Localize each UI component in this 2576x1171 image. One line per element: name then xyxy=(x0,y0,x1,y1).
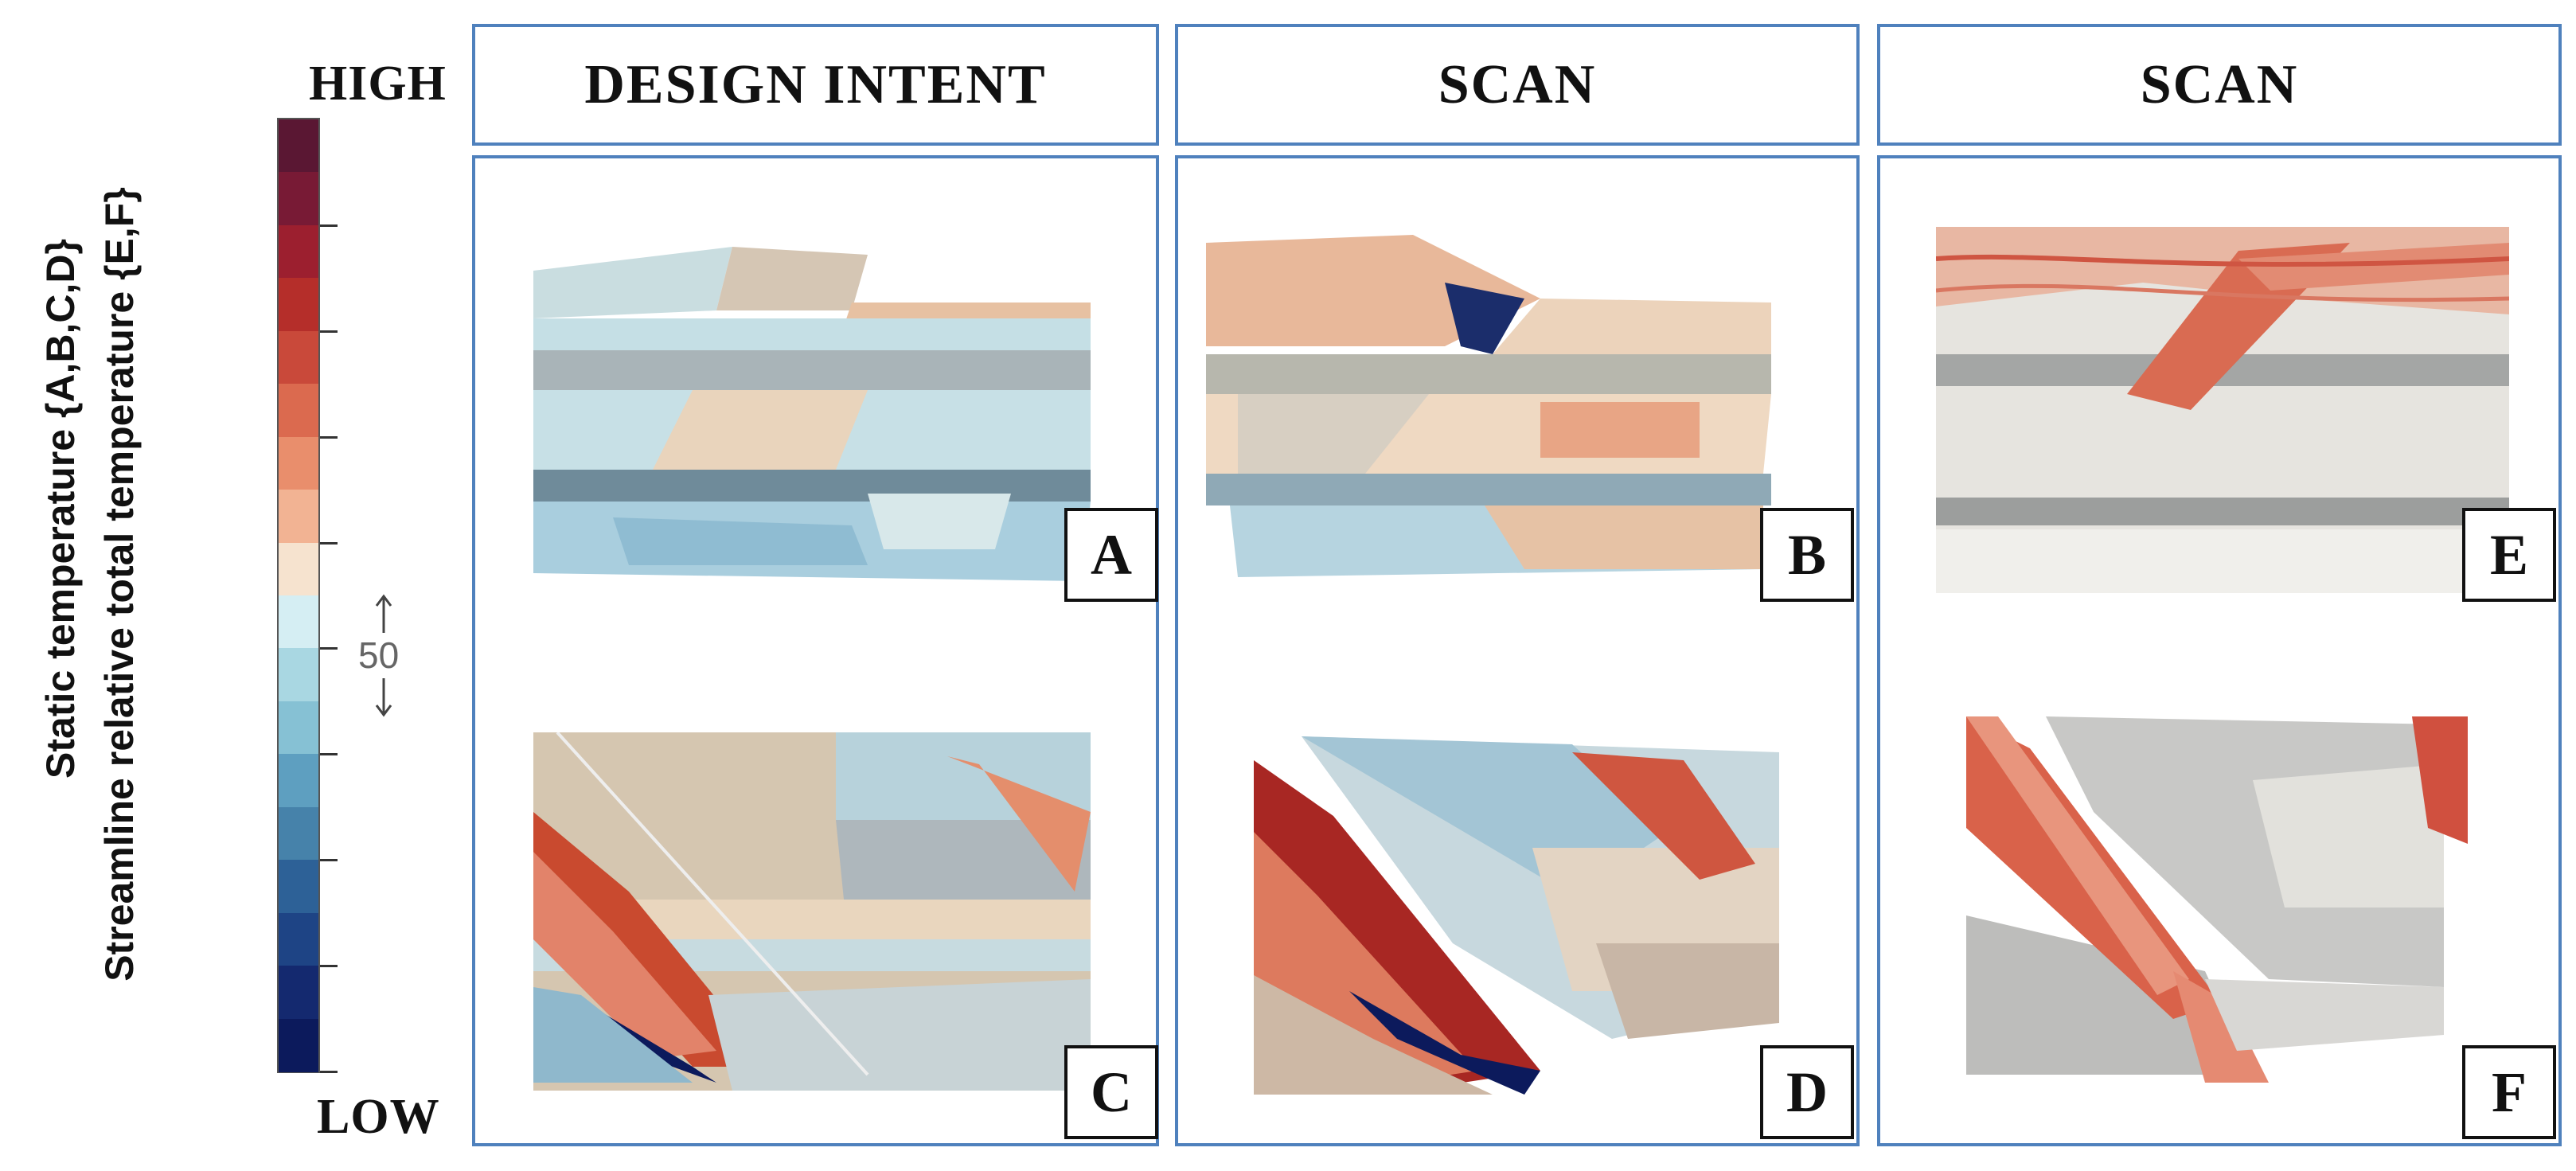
arrow-down-icon xyxy=(374,678,393,722)
colorbar-segment xyxy=(279,278,318,332)
colorbar-segment xyxy=(279,912,318,967)
colorbar-tick xyxy=(320,435,338,439)
colorbar-segment xyxy=(279,648,318,702)
colorbar-segment xyxy=(279,330,318,385)
panel-label-a: A xyxy=(1064,508,1158,602)
panel-label-b: B xyxy=(1760,508,1854,602)
colorbar-segment xyxy=(279,384,318,438)
colorbar-tick xyxy=(320,965,338,968)
colorbar-low-label: LOW xyxy=(317,1090,440,1144)
colorbar-segment xyxy=(279,224,318,279)
colorbar-segment xyxy=(279,1018,318,1072)
render-panel-d xyxy=(1254,736,1779,1095)
axis-label-streamline-temperature: Streamline relative total temperature {E… xyxy=(97,187,142,982)
render-panel-f xyxy=(1966,716,2468,1083)
render-panel-b xyxy=(1206,235,1771,577)
axis-label-static-temperature: Static temperature {A,B,C,D} xyxy=(38,239,83,779)
colorbar-segment xyxy=(279,542,318,596)
colorbar-segment xyxy=(279,860,318,914)
colorbar-segment xyxy=(279,490,318,544)
panel-label-e: E xyxy=(2462,508,2556,602)
colorbar-segment xyxy=(279,172,318,226)
colorbar-tick xyxy=(320,647,338,650)
colorbar-tick xyxy=(320,859,338,862)
colorbar-segment xyxy=(279,595,318,650)
render-panel-a xyxy=(533,247,1091,581)
colorbar-segment xyxy=(279,436,318,491)
panel-label-d: D xyxy=(1760,1045,1854,1139)
panel-label-f: F xyxy=(2462,1045,2556,1139)
header-design-intent: DESIGN INTENT xyxy=(472,24,1159,146)
colorbar-segment xyxy=(279,966,318,1020)
header-scan-1: SCAN xyxy=(1175,24,1860,146)
colorbar-tick xyxy=(320,330,338,333)
colorbar-tick xyxy=(320,1071,338,1073)
panel-label-c: C xyxy=(1064,1045,1158,1139)
render-panel-c xyxy=(533,732,1091,1091)
colorbar-segment xyxy=(279,701,318,755)
render-panel-e xyxy=(1936,227,2509,593)
colorbar-tick xyxy=(320,541,338,545)
header-scan-2: SCAN xyxy=(1877,24,2562,146)
colorbar xyxy=(277,118,338,1073)
colorbar-mid-label: 50 xyxy=(358,634,400,676)
colorbar-tick xyxy=(320,753,338,756)
colorbar-segment xyxy=(279,806,318,861)
colorbar-segment xyxy=(279,119,318,174)
arrow-up-icon xyxy=(374,593,393,637)
colorbar-high-label: HIGH xyxy=(309,57,447,111)
colorbar-tick xyxy=(320,224,338,227)
colorbar-segment xyxy=(279,754,318,808)
